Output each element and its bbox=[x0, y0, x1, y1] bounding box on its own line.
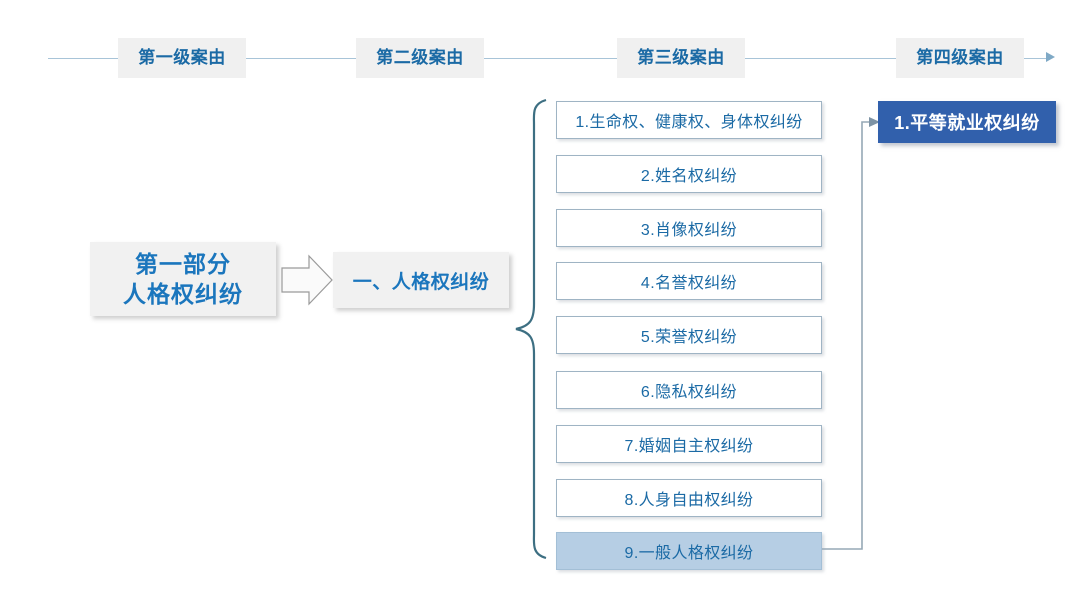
arrow-right-icon bbox=[1046, 52, 1055, 62]
level-2-box[interactable]: 一、人格权纠纷 bbox=[333, 252, 509, 308]
level-3-item-label: 7.婚姻自主权纠纷 bbox=[624, 438, 754, 455]
level-3-item-label: 1.生命权、健康权、身体权纠纷 bbox=[575, 114, 803, 131]
elbow-connector-arrow-icon bbox=[822, 117, 880, 550]
level-2-header: 第二级案由 bbox=[356, 38, 484, 78]
level-3-item-label: 9.一般人格权纠纷 bbox=[624, 545, 754, 562]
list-item[interactable]: 5.荣誉权纠纷 bbox=[556, 316, 822, 354]
level-1-header: 第一级案由 bbox=[118, 38, 246, 78]
level-4-box[interactable]: 1.平等就业权纠纷 bbox=[878, 101, 1056, 143]
level-1-title-line2: 人格权纠纷 bbox=[123, 281, 243, 307]
level-3-item-label: 5.荣誉权纠纷 bbox=[640, 329, 738, 346]
list-item[interactable]: 1.生命权、健康权、身体权纠纷 bbox=[556, 101, 822, 139]
curly-brace-icon bbox=[515, 98, 547, 560]
header-line-2 bbox=[245, 58, 362, 59]
level-1-title-line1: 第一部分 bbox=[135, 251, 231, 277]
header-line-5 bbox=[1017, 58, 1049, 59]
level-3-item-label: 2.姓名权纠纷 bbox=[640, 168, 738, 185]
header-line-3 bbox=[482, 58, 623, 59]
level-3-header: 第三级案由 bbox=[617, 38, 745, 78]
list-item[interactable]: 7.婚姻自主权纠纷 bbox=[556, 425, 822, 463]
level-2-label: 一、人格权纠纷 bbox=[352, 271, 490, 293]
list-item-selected[interactable]: 9.一般人格权纠纷 bbox=[556, 532, 822, 570]
list-item[interactable]: 8.人身自由权纠纷 bbox=[556, 479, 822, 517]
header-line-4 bbox=[737, 58, 901, 59]
level-3-item-label: 6.隐私权纠纷 bbox=[640, 384, 738, 401]
list-item[interactable]: 3.肖像权纠纷 bbox=[556, 209, 822, 247]
level-3-item-label: 8.人身自由权纠纷 bbox=[624, 492, 754, 509]
level-1-box[interactable]: 第一部分 人格权纠纷 bbox=[90, 242, 276, 316]
level-3-item-label: 3.肖像权纠纷 bbox=[640, 222, 738, 239]
list-item[interactable]: 2.姓名权纠纷 bbox=[556, 155, 822, 193]
list-item[interactable]: 6.隐私权纠纷 bbox=[556, 371, 822, 409]
list-item[interactable]: 4.名誉权纠纷 bbox=[556, 262, 822, 300]
header-line-1 bbox=[48, 58, 120, 59]
level-4-item-label: 1.平等就业权纠纷 bbox=[894, 113, 1040, 133]
level-4-header: 第四级案由 bbox=[896, 38, 1024, 78]
level-3-item-label: 4.名誉权纠纷 bbox=[640, 275, 738, 292]
block-arrow-right-icon bbox=[281, 254, 333, 306]
